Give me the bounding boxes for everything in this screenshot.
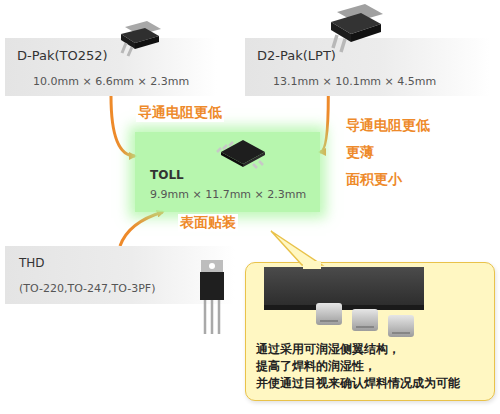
node-title: TOLL: [150, 168, 310, 182]
node-title: D2-Pak(LPT): [257, 48, 480, 63]
package-band: D2-Pak(LPT) 13.1mm × 10.1mm × 4.5mm: [245, 38, 490, 96]
node-title: D-Pak(TO252): [17, 48, 207, 63]
curved-arrow: [320, 96, 328, 152]
wettable-flank-closeup: [264, 267, 434, 339]
callout-box: 通过采用可润湿侧翼结构， 提高了焊料的润湿性， 并使通过目视来确认焊料情况成为可…: [245, 262, 495, 401]
edge-label: 导通电阻更低: [136, 104, 224, 122]
d2pak-package: [327, 2, 389, 54]
toll-package: [215, 138, 269, 170]
curved-arrow: [111, 96, 135, 156]
dpak-package: [117, 18, 165, 58]
curved-arrow: [120, 212, 163, 246]
node-title: THD: [19, 256, 225, 270]
edge-label: 导通电阻更低 更薄 面积更小: [344, 112, 432, 193]
callout-tail: [266, 231, 326, 267]
edge-label: 表面贴装: [178, 214, 238, 232]
node-detail: (TO-220,TO-247,TO-3PF): [19, 282, 225, 295]
package-band: THD (TO-220,TO-247,TO-3PF): [5, 246, 235, 304]
thd-transistor: [197, 260, 227, 336]
node-detail: 13.1mm × 10.1mm × 4.5mm: [273, 75, 480, 88]
node-detail: 10.0mm × 6.6mm × 2.3mm: [33, 75, 207, 88]
package-band: D-Pak(TO252) 10.0mm × 6.6mm × 2.3mm: [5, 38, 217, 96]
highlight-box: TOLL 9.9mm × 11.7mm × 2.3mm: [135, 132, 320, 212]
node-title: 通过采用可润湿侧翼结构， 提高了焊料的润湿性， 并使通过目视来确认焊料情况成为可…: [256, 341, 460, 392]
node-detail: 9.9mm × 11.7mm × 2.3mm: [150, 188, 310, 201]
